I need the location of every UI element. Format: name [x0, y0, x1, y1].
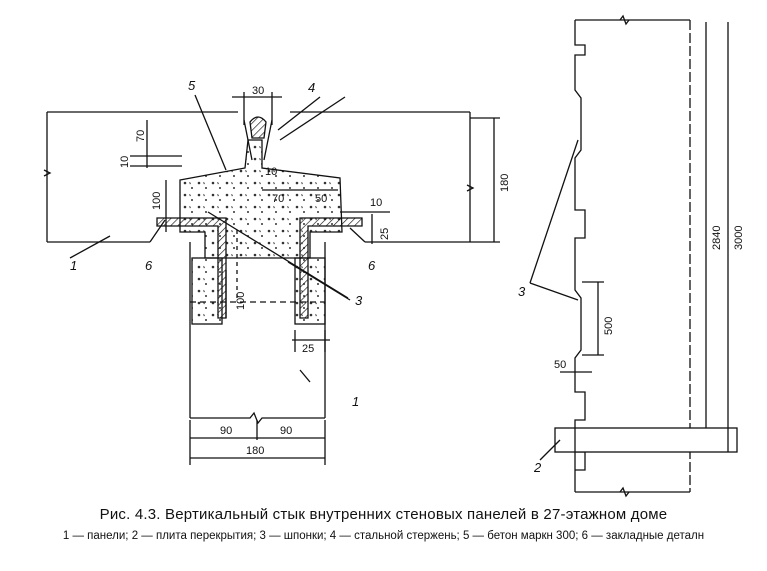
section-view — [43, 92, 500, 465]
label-3-section: 3 — [355, 293, 363, 308]
label-1-bottom: 1 — [352, 394, 359, 409]
dim-2840: 2840 — [711, 226, 723, 250]
steel-rod — [249, 116, 267, 139]
dim-180-right: 180 — [499, 174, 511, 192]
floor-slab — [554, 427, 738, 453]
dim-500: 500 — [603, 317, 615, 335]
caption-legend: 1 — панели; 2 — плита перекрытия; 3 — шп… — [62, 530, 705, 542]
dim-25-right: 25 — [379, 228, 391, 240]
label-3-elevation: 3 — [518, 284, 526, 299]
joint-drawing: 30 4 5 70 10 100 10 70 50 10 25 180 1 6 … — [43, 14, 745, 498]
dim-10-left: 10 — [119, 156, 131, 168]
label-2: 2 — [533, 460, 542, 475]
dim-10-center: 10 — [265, 166, 277, 178]
embedded-part-right — [299, 217, 363, 319]
label-6-right: 6 — [368, 258, 376, 273]
elevation-view — [529, 14, 738, 498]
dim-50: 50 — [315, 193, 327, 205]
dim-25-lower: 25 — [302, 343, 314, 355]
figure-caption: Рис. 4.3. Вертикальный стык внутренних с… — [0, 500, 767, 543]
caption-title: Рис. 4.3. Вертикальный стык внутренних с… — [99, 506, 668, 523]
dim-10-right: 10 — [370, 197, 382, 209]
dim-30: 30 — [252, 85, 264, 97]
panel-profile — [574, 20, 586, 428]
dim-50-elevation: 50 — [554, 359, 566, 371]
dim-70-center: 70 — [272, 193, 284, 205]
dim-100-lower: 100 — [235, 292, 247, 310]
dim-70-top: 70 — [135, 130, 147, 142]
label-5: 5 — [188, 78, 196, 93]
label-6-left: 6 — [145, 258, 153, 273]
dim-100-left: 100 — [151, 192, 163, 210]
dim-90-right: 90 — [280, 425, 292, 437]
dim-90-left: 90 — [220, 425, 232, 437]
dim-180-bottom: 180 — [246, 445, 264, 457]
label-1-top: 1 — [70, 258, 77, 273]
dim-3000: 3000 — [733, 226, 745, 250]
embedded-part-left — [156, 217, 227, 319]
label-4: 4 — [308, 80, 315, 95]
